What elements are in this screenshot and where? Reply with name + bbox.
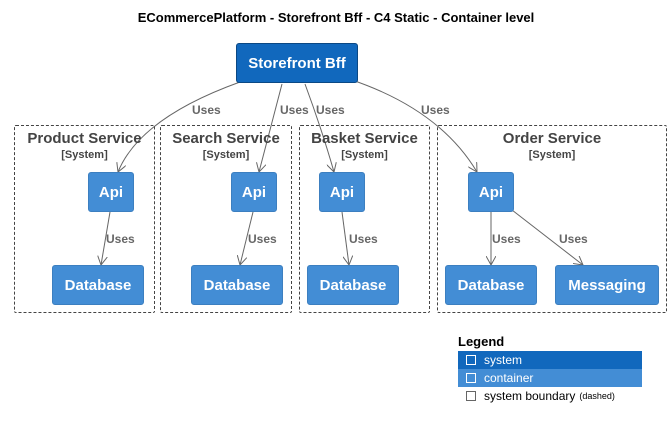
edge-label-order-messaging: Uses (559, 232, 588, 246)
edge-label-search-db: Uses (248, 232, 277, 246)
boundary-order-service: Order Service [System] (437, 125, 667, 313)
legend-container-label: container (484, 371, 534, 385)
legend-boundary: system boundary (dashed) (458, 387, 642, 405)
edge-label-product: Uses (192, 103, 221, 117)
order-messaging-node[interactable]: Messaging (555, 265, 659, 305)
search-database-node[interactable]: Database (191, 265, 283, 305)
storefront-bff-node[interactable]: Storefront Bff (236, 43, 358, 83)
edge-label-search: Uses (280, 103, 309, 117)
edge-root-product-api (118, 81, 241, 172)
product-api-node[interactable]: Api (88, 172, 134, 212)
edge-label-order-db: Uses (492, 232, 521, 246)
boundary-title: Product Service (27, 130, 142, 147)
basket-database-node[interactable]: Database (307, 265, 399, 305)
edge-search-api-db (240, 211, 254, 265)
legend-boundary-note: (dashed) (579, 391, 615, 401)
edge-product-api-db (101, 211, 111, 265)
order-api-node[interactable]: Api (468, 172, 514, 212)
edge-root-search-api (259, 83, 283, 172)
edge-root-basket-api (304, 83, 334, 172)
legend-boundary-swatch-icon (466, 391, 476, 401)
order-database-node[interactable]: Database (445, 265, 537, 305)
boundary-title: Basket Service (311, 130, 418, 147)
boundary-product-service: Product Service [System] (14, 125, 155, 313)
boundary-type: [System] (61, 149, 108, 161)
boundary-type: [System] (202, 149, 250, 161)
legend: Legend system container system boundary … (458, 334, 642, 405)
legend-system-swatch-icon (466, 355, 476, 365)
product-database-node[interactable]: Database (52, 265, 144, 305)
edge-label-product-db: Uses (106, 232, 135, 246)
diagram-title: ECommercePlatform - Storefront Bff - C4 … (137, 10, 535, 25)
edge-basket-api-db (341, 211, 349, 265)
edge-label-order: Uses (421, 103, 450, 117)
edge-root-order-api (351, 79, 477, 172)
boundary-search-service: Search Service [System] (160, 125, 292, 313)
boundary-title: Order Service (502, 130, 602, 147)
boundary-title: Search Service (172, 130, 280, 147)
legend-system: system (458, 351, 642, 369)
legend-title: Legend (458, 334, 505, 349)
edge-label-basket-db: Uses (349, 232, 378, 246)
boundary-basket-service: Basket Service [System] (299, 125, 430, 313)
boundary-type: [System] (341, 149, 388, 161)
edge-order-api-messaging (511, 209, 583, 265)
legend-container: container (458, 369, 642, 387)
legend-system-label: system (484, 353, 523, 367)
search-api-node[interactable]: Api (231, 172, 277, 212)
legend-boundary-label: system boundary (484, 389, 576, 403)
basket-api-node[interactable]: Api (319, 172, 365, 212)
edge-label-basket: Uses (316, 103, 345, 117)
boundary-type: [System] (528, 149, 576, 161)
legend-container-swatch-icon (466, 373, 476, 383)
